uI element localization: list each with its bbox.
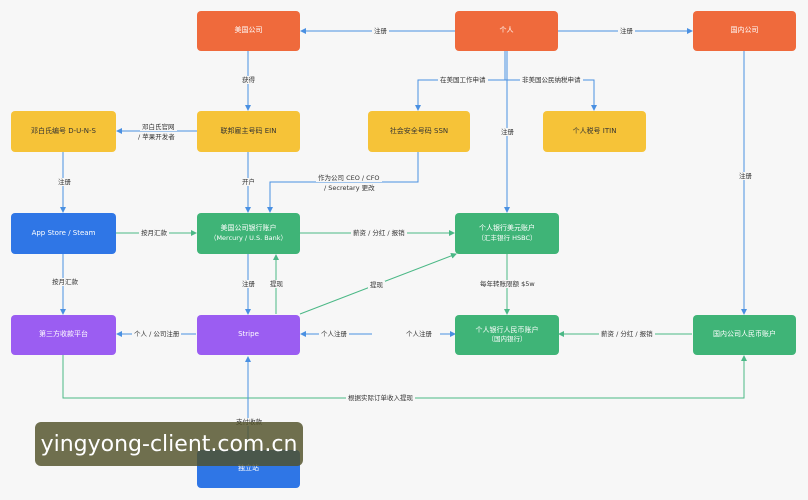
node-label: 个人税号 ITIN (572, 126, 617, 135)
edge-label: 个人 / 公司注册 (132, 330, 182, 339)
node-duns: 邓白氏编号 D-U-N-S (11, 111, 116, 152)
node-ein: 联邦雇主号码 EIN (197, 111, 300, 152)
node-cn-company-acct: 国内公司人民币账户 (693, 315, 796, 355)
edge-label: 开户 (240, 178, 257, 187)
edge-label: 每年转账限额 $5w (478, 280, 537, 289)
edge-label: 在美国工作申请 (438, 76, 488, 85)
edge-label: / Secretary 更改 (322, 184, 377, 193)
node-label: 邓白氏编号 D-U-N-S (31, 126, 96, 135)
node-label: 个人银行人民币账户 (475, 325, 539, 334)
edge-individual-to-itin (505, 79, 597, 111)
node-app-store: App Store / Steam (11, 213, 116, 254)
edge-label: 注册 (499, 128, 516, 137)
edge-label: 提现 (268, 280, 285, 289)
edge-thirdparty-to-cnacct (62, 355, 747, 399)
node-label: 个人 (499, 26, 514, 35)
node-stripe: Stripe (197, 315, 300, 355)
edge-label: 个人注册 (319, 330, 349, 339)
edge-label: 获得 (240, 76, 257, 85)
edge-label: 注册 (737, 172, 754, 181)
node-cn-company: 国内公司 (693, 11, 796, 51)
edge-label: 按月汇款 (50, 278, 80, 287)
edge-label: 个人注册 (404, 330, 434, 339)
node-us-company: 美国公司 (197, 11, 300, 51)
node-personal-rmb: 个人银行人民币账户 （国内银行） (455, 315, 559, 355)
edge-label: 注册 (618, 27, 635, 36)
node-label: App Store / Steam (31, 228, 96, 237)
node-sublabel: （Mercury / U.S. Bank） (209, 233, 288, 242)
node-label: 美国公司 (234, 26, 263, 35)
edge-label: 非美国公民纳税申请 (520, 76, 583, 85)
node-label: 国内公司人民币账户 (713, 330, 776, 339)
node-personal-usd: 个人银行美元账户 （汇丰银行 HSBC） (455, 213, 559, 254)
edge-label: 薪资 / 分红 / 报销 (599, 330, 655, 339)
edge-label: 根据实际订单收入提现 (346, 394, 415, 403)
node-label: 联邦雇主号码 EIN (220, 126, 277, 135)
node-label: 个人银行美元账户 (479, 224, 535, 233)
node-sublabel: （国内银行） (487, 335, 527, 344)
node-label: 美国公司银行账户 (220, 224, 277, 233)
edge-label: / 苹果开发者 (136, 133, 177, 142)
node-label: 第三方收款平台 (39, 330, 88, 339)
node-individual: 个人 (455, 11, 558, 51)
node-us-bank: 美国公司银行账户 （Mercury / U.S. Bank） (197, 213, 300, 254)
edge-label: 作为公司 CEO / CFO (316, 174, 382, 183)
node-label: 国内公司 (730, 26, 759, 35)
edge-label: 邓白氏官网 (140, 123, 177, 132)
node-label: 独立站 (238, 464, 259, 473)
node-ssn: 社会安全号码 SSN (368, 111, 470, 152)
watermark-banner: yingyong-client.com.cn (35, 422, 303, 466)
edge-label: 注册 (240, 280, 257, 289)
edge-label: 按月汇款 (139, 229, 169, 238)
node-sublabel: （汇丰银行 HSBC） (477, 233, 537, 242)
node-label: 社会安全号码 SSN (389, 126, 449, 135)
node-label: Stripe (238, 330, 259, 339)
edge-label: 薪资 / 分红 / 报销 (351, 229, 407, 238)
node-itin: 个人税号 ITIN (543, 111, 646, 152)
node-third-party: 第三方收款平台 (11, 315, 116, 355)
edge-label: 注册 (56, 178, 73, 187)
edge-label: 提现 (368, 281, 385, 290)
edge-label: 注册 (372, 27, 389, 36)
